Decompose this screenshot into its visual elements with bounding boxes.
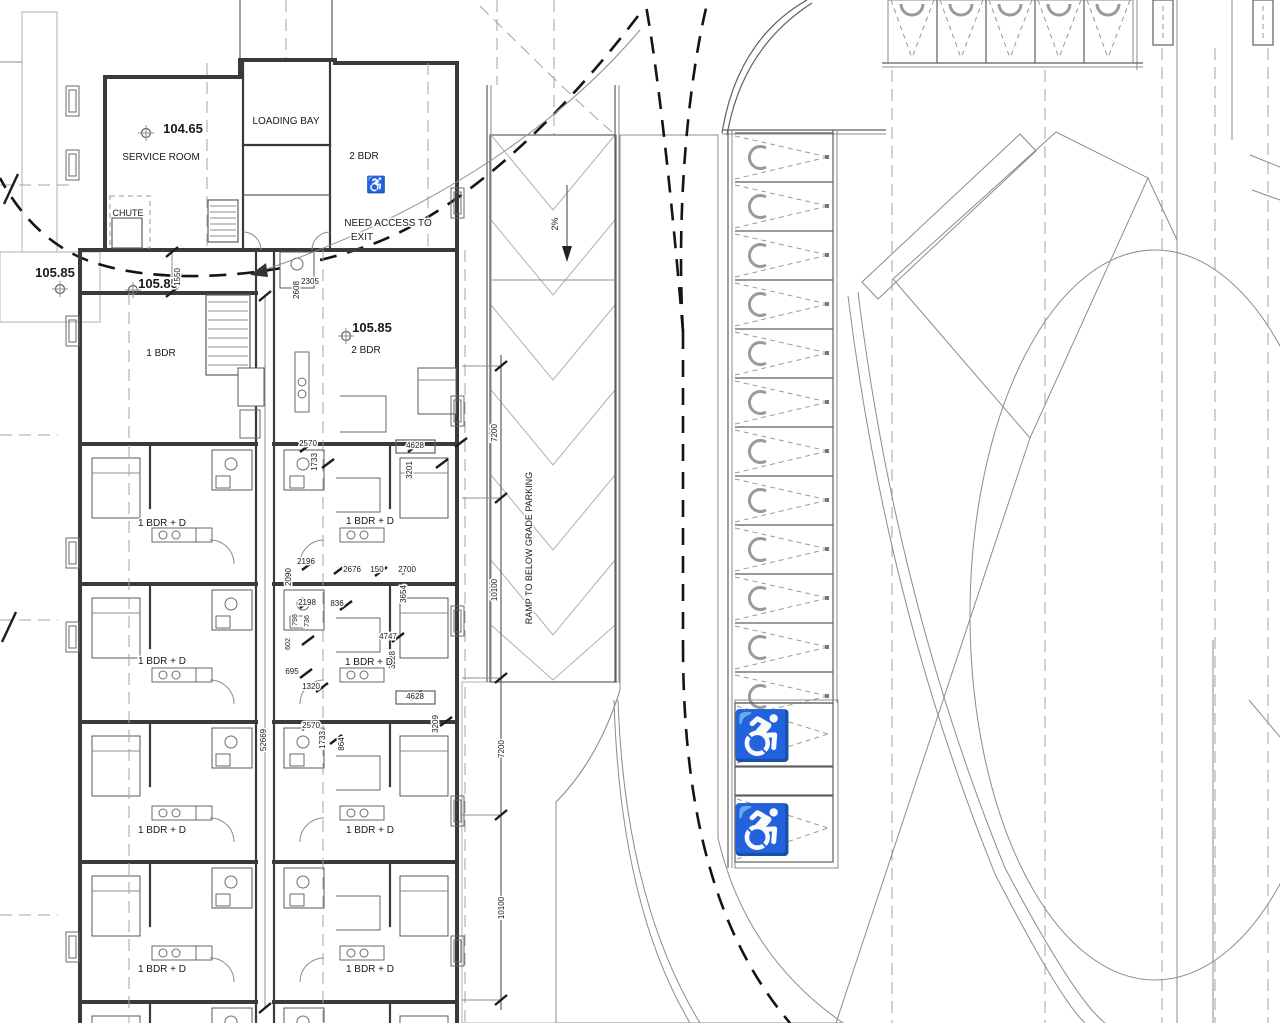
parking-layer — [727, 0, 1274, 869]
plan-label: 10100 — [490, 578, 499, 601]
ramp-title: RAMP TO BELOW GRADE PARKING — [524, 472, 534, 624]
plan-label: 1733 — [318, 731, 327, 749]
plan-label: 52669 — [259, 728, 268, 751]
landscape-ellipse — [969, 249, 1280, 981]
room-1bdr-d-2l: 1 BDR + D — [138, 656, 186, 667]
stair-upper — [207, 199, 239, 243]
plan-label: 2198 — [298, 598, 316, 607]
parking-stalls-top — [882, 0, 1143, 68]
building-layer — [65, 0, 468, 1023]
access-aisle-hatch — [734, 766, 834, 796]
plan-label: 2676 — [343, 565, 361, 574]
plan-label: 602 — [285, 638, 292, 650]
plan-label: 3201 — [405, 461, 414, 479]
plan-label: 864 — [337, 737, 346, 751]
room-1bdr-d-2r: 1 BDR + D — [345, 657, 393, 668]
plan-label: 2608 — [292, 281, 301, 299]
room-1bdr: 1 BDR — [146, 348, 175, 359]
dimension-ticks — [299, 437, 468, 745]
plan-label: 150 — [370, 565, 384, 574]
room-1bdr-d-3l: 1 BDR + D — [138, 825, 186, 836]
plan-label: 7200 — [490, 424, 499, 442]
room-1bdr-d-4r: 1 BDR + D — [346, 964, 394, 975]
wheelchair-icon: ♿ — [366, 175, 386, 194]
slope-arrow-head — [562, 246, 572, 262]
room-loading-bay: LOADING BAY — [252, 116, 319, 127]
room-service: SERVICE ROOM — [122, 152, 200, 163]
civil-linework-layer — [835, 131, 1280, 1023]
plan-label: 2570 — [302, 721, 320, 730]
angled-structure-a — [861, 133, 1037, 300]
plan-label: 7200 — [497, 740, 506, 758]
spot-elev-104-65: 104.65 — [163, 121, 203, 136]
egress-path — [250, 29, 641, 277]
spot-elev-105-85-b: 105.85 — [138, 276, 178, 291]
ramp-slope: 2% — [550, 217, 560, 230]
note-need-access-line1: NEED ACCESS TO — [344, 218, 432, 229]
room-2bdr: 2 BDR — [351, 345, 380, 356]
room-1bdr-d-3r: 1 BDR + D — [346, 825, 394, 836]
plan-label: 1550 — [173, 268, 182, 286]
egress-arrow-head — [250, 263, 268, 277]
plan-label: 4628 — [406, 441, 424, 450]
bollard-markers — [1152, 0, 1274, 46]
room-1bdr-d-1r: 1 BDR + D — [346, 516, 394, 527]
spot-elev-105-85-c: 105.85 — [352, 320, 392, 335]
room-1bdr-d-4l: 1 BDR + D — [138, 964, 186, 975]
plan-label: 836 — [330, 599, 344, 608]
room-2bdr-top: 2 BDR — [349, 151, 378, 162]
note-need-access-line2: EXIT — [351, 232, 373, 243]
ramp-layer — [462, 85, 620, 1010]
ramp-chevrons — [490, 134, 616, 681]
plan-label: 2700 — [398, 565, 416, 574]
plan-label: 3209 — [431, 715, 440, 733]
road-layer — [555, 0, 886, 1023]
plan-label: 1320 — [302, 682, 320, 691]
accessible-symbols: ♿ ♿ ♿ — [366, 175, 792, 857]
wheelchair-icon: ♿ — [732, 802, 792, 857]
plan-label: 2196 — [297, 557, 315, 566]
plan-label: 1733 — [310, 453, 319, 471]
plan-label: 4628 — [406, 692, 424, 701]
plan-label: 4747 — [379, 632, 397, 641]
plan-label: 695 — [285, 667, 299, 676]
plan-label: 736 — [304, 615, 311, 627]
ramp-surface — [489, 134, 617, 683]
stair-lower — [205, 294, 251, 376]
room-1bdr-d-1l: 1 BDR + D — [138, 518, 186, 529]
brick-roadway — [555, 134, 844, 1023]
room-chute: CHUTE — [113, 208, 144, 218]
plan-label: 798 — [292, 614, 299, 626]
plan-label: 10100 — [497, 896, 506, 919]
plan-label: 3328 — [388, 651, 397, 669]
centerline-layer — [0, 0, 791, 1023]
plan-label: 2570 — [299, 439, 317, 448]
plan-label: 3654 — [399, 585, 408, 603]
plan-label: 2090 — [284, 568, 293, 586]
plan-label: 2305 — [301, 277, 319, 286]
spot-elev-105-85-a: 105.85 — [35, 265, 75, 280]
accessible-parking — [734, 699, 839, 869]
wheelchair-icon: ♿ — [732, 708, 792, 763]
